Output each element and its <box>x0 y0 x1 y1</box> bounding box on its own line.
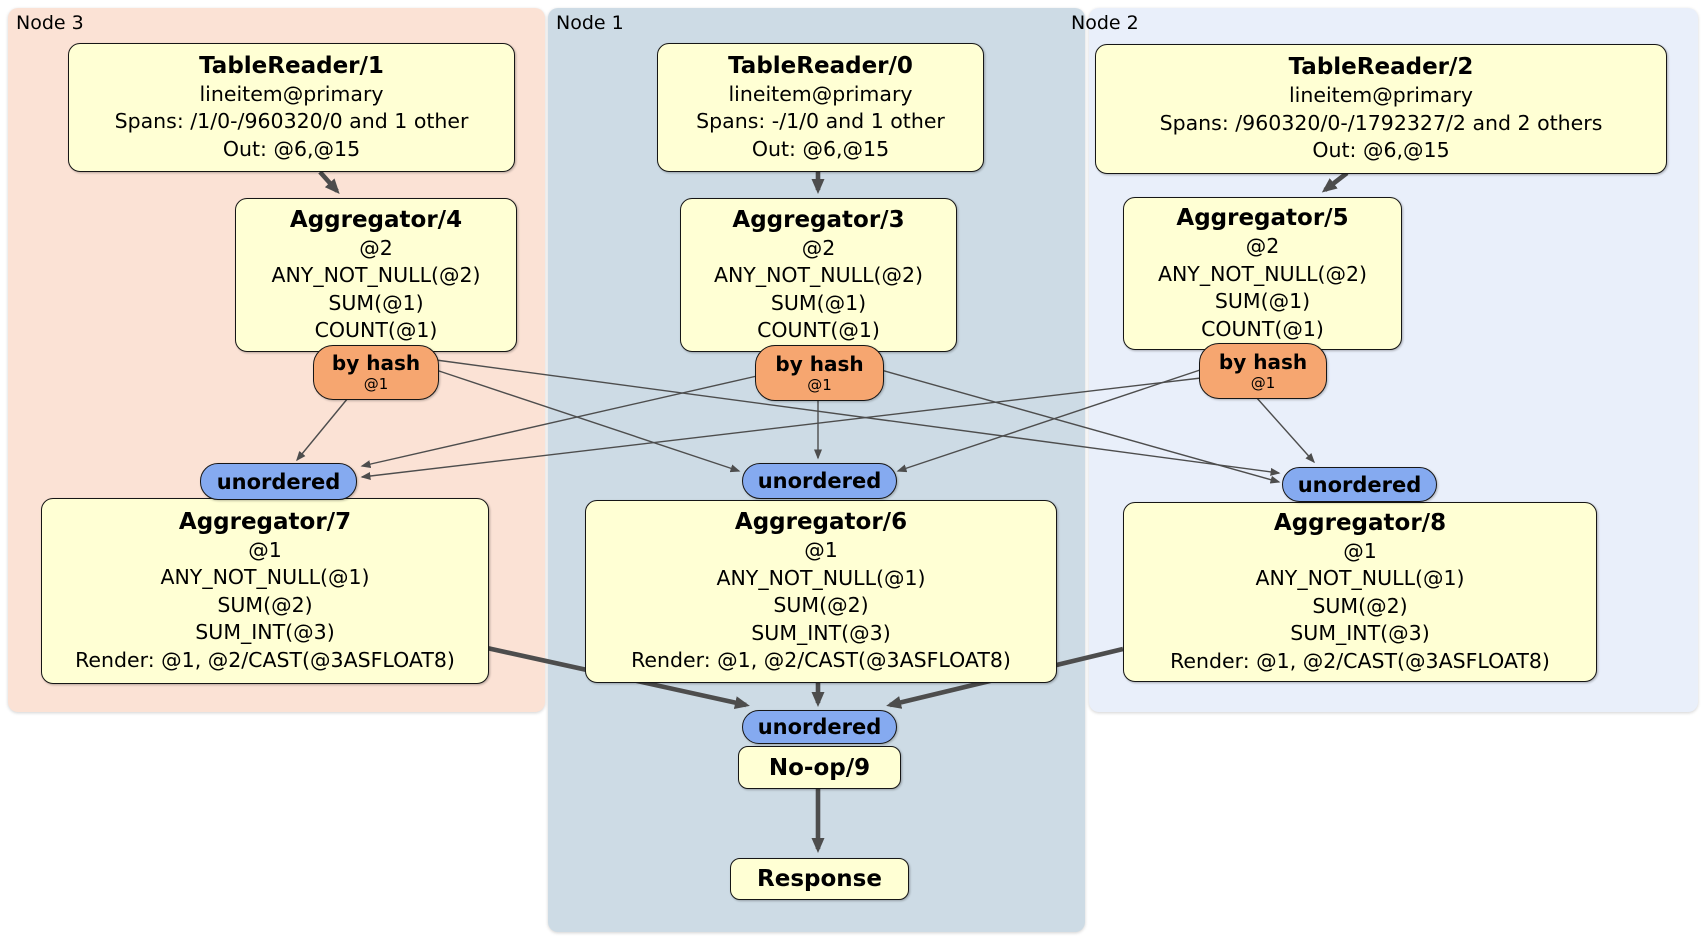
processor-title: TableReader/1 <box>199 52 384 79</box>
processor-detail: ANY_NOT_NULL(@1) <box>716 565 926 590</box>
router-label: by hash <box>331 351 421 375</box>
aggregator-4-box: Aggregator/4 @2 ANY_NOT_NULL(@2) SUM(@1)… <box>235 198 517 352</box>
processor-title: Aggregator/3 <box>732 206 905 233</box>
processor-detail: COUNT(@1) <box>1201 316 1324 341</box>
node1-region-label: Node 1 <box>556 12 624 34</box>
unordered-stream-node1: unordered <box>742 463 897 499</box>
processor-detail: SUM(@2) <box>1312 593 1408 618</box>
processor-title: Aggregator/7 <box>178 508 352 535</box>
processor-detail: Spans: /960320/0-/1792327/2 and 2 others <box>1159 110 1603 135</box>
edge-hash3-to-unordered2 <box>435 359 1281 476</box>
edge-hash1-to-unordered2 <box>880 369 1281 484</box>
edge-hash3-to-unordered3 <box>296 397 349 462</box>
hash-router-node3: by hash @1 <box>313 345 439 400</box>
processor-detail: ANY_NOT_NULL(@2) <box>713 263 924 287</box>
processor-detail: Spans: -/1/0 and 1 other <box>696 109 945 134</box>
unordered-stream-final: unordered <box>742 710 897 744</box>
hash-router-node1: by hash @1 <box>755 345 884 401</box>
processor-detail: @1 <box>248 537 282 562</box>
processor-detail: @1 <box>1343 538 1377 563</box>
processor-title: Aggregator/4 <box>289 206 463 233</box>
stream-label: unordered <box>757 469 882 493</box>
node2-region-label: Node 2 <box>1071 12 1139 34</box>
processor-title: Response <box>757 866 882 892</box>
processor-detail: ANY_NOT_NULL(@1) <box>160 565 370 590</box>
router-key: @1 <box>807 375 832 394</box>
processor-detail: SUM_INT(@3) <box>1290 621 1430 646</box>
stream-label: unordered <box>1297 472 1422 497</box>
stream-label: unordered <box>757 715 882 739</box>
processor-detail: ANY_NOT_NULL(@1) <box>1255 566 1465 591</box>
aggregator-7-box: Aggregator/7 @1 ANY_NOT_NULL(@1) SUM(@2)… <box>41 498 489 684</box>
processor-title: Aggregator/6 <box>734 509 908 536</box>
processor-detail: Out: @6,@15 <box>222 136 361 161</box>
tablereader-1-box: TableReader/1 lineitem@primary Spans: /1… <box>68 43 515 172</box>
unordered-stream-node2: unordered <box>1282 467 1437 502</box>
router-key: @1 <box>1250 373 1276 392</box>
aggregator-3-box: Aggregator/3 @2 ANY_NOT_NULL(@2) SUM(@1)… <box>680 198 957 352</box>
processor-detail: SUM(@1) <box>770 290 867 315</box>
aggregator-5-box: Aggregator/5 @2 ANY_NOT_NULL(@2) SUM(@1)… <box>1123 197 1402 350</box>
processor-detail: @2 <box>801 235 836 260</box>
processor-detail: SUM_INT(@3) <box>751 620 891 645</box>
processor-detail: Spans: /1/0-/960320/0 and 1 other <box>114 109 469 134</box>
processor-title: Aggregator/5 <box>1176 205 1349 231</box>
router-label: by hash <box>1218 349 1308 374</box>
aggregator-6-box: Aggregator/6 @1 ANY_NOT_NULL(@1) SUM(@2)… <box>585 500 1057 683</box>
processor-detail: lineitem@primary <box>1288 83 1474 108</box>
processor-detail: SUM(@1) <box>328 290 424 315</box>
processor-detail: @2 <box>1245 234 1280 258</box>
processor-detail: Out: @6,@15 <box>1312 138 1450 163</box>
processor-detail: ANY_NOT_NULL(@2) <box>1157 261 1368 286</box>
edge-tablereader2-to-aggregator5 <box>1321 171 1349 193</box>
processor-title: No-op/9 <box>768 754 871 781</box>
edge-hash2-to-unordered3 <box>360 377 1202 480</box>
unordered-stream-node3: unordered <box>200 463 357 500</box>
processor-detail: @2 <box>359 235 393 260</box>
processor-detail: SUM(@2) <box>773 593 869 618</box>
edge-hash2-to-unordered1 <box>896 369 1201 473</box>
processor-detail: ANY_NOT_NULL(@2) <box>271 263 481 287</box>
hash-router-node2: by hash @1 <box>1199 343 1327 399</box>
stream-label: unordered <box>216 469 341 494</box>
node3-region-label: Node 3 <box>16 12 84 34</box>
processor-detail: lineitem@primary <box>199 81 384 106</box>
tablereader-2-box: TableReader/2 lineitem@primary Spans: /9… <box>1095 44 1667 174</box>
processor-title: TableReader/0 <box>728 52 913 79</box>
processor-detail: SUM(@2) <box>217 592 313 617</box>
router-key: @1 <box>363 375 389 393</box>
processor-detail: Render: @1, @2/CAST(@3ASFLOAT8) <box>1170 648 1550 673</box>
processor-detail: SUM_INT(@3) <box>195 620 335 645</box>
response-box: Response <box>730 858 909 900</box>
processor-title: TableReader/2 <box>1288 54 1474 81</box>
processor-detail: SUM(@1) <box>1214 289 1311 313</box>
processor-title: Aggregator/8 <box>1273 509 1447 536</box>
processor-detail: COUNT(@1) <box>314 318 438 342</box>
tablereader-0-box: TableReader/0 lineitem@primary Spans: -/… <box>657 43 984 172</box>
router-label: by hash <box>775 351 864 376</box>
processor-detail: @1 <box>804 538 838 563</box>
processor-detail: Render: @1, @2/CAST(@3ASFLOAT8) <box>631 648 1011 673</box>
processor-detail: COUNT(@1) <box>757 318 880 342</box>
noop-9-box: No-op/9 <box>738 746 901 789</box>
edge-hash3-to-unordered1 <box>435 369 741 473</box>
edge-hash1-to-unordered3 <box>360 375 758 469</box>
edge-tablereader1-to-aggregator4 <box>318 170 340 194</box>
processor-detail: lineitem@primary <box>728 81 913 106</box>
processor-detail: Out: @6,@15 <box>751 136 890 161</box>
processor-detail: Render: @1, @2/CAST(@3ASFLOAT8) <box>75 647 455 672</box>
edge-hash2-to-unordered2 <box>1255 396 1315 464</box>
aggregator-8-box: Aggregator/8 @1 ANY_NOT_NULL(@1) SUM(@2)… <box>1123 502 1597 682</box>
